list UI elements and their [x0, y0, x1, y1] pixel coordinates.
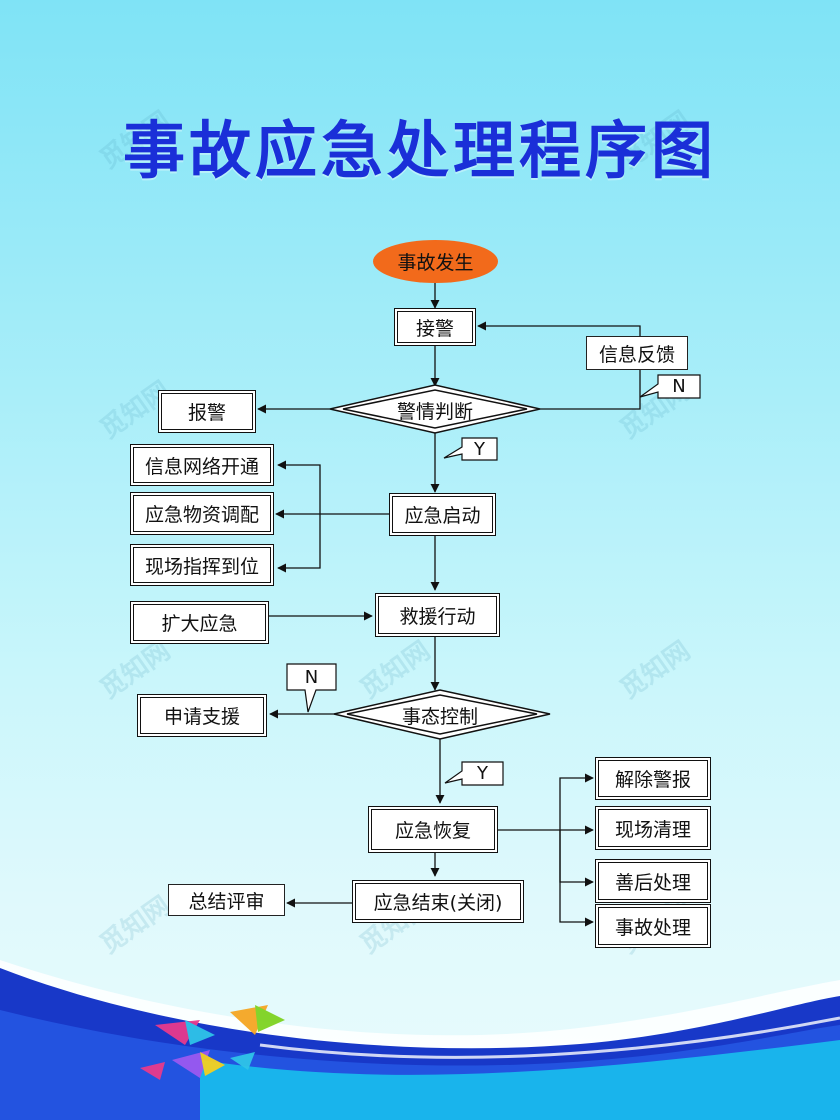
node-expand: 扩大应急: [130, 601, 269, 644]
node-request-support: 申请支援: [137, 694, 267, 737]
node-recovery: 应急恢复: [368, 806, 498, 853]
label-no: N: [672, 376, 686, 397]
callout-yes-1: [443, 437, 498, 461]
label-yes-2: Y: [477, 763, 488, 784]
node-end: 应急结束(关闭): [352, 880, 524, 923]
node-command-onsite: 现场指挥到位: [130, 544, 274, 586]
node-site-cleanup: 现场清理: [595, 806, 711, 850]
node-rescue: 救援行动: [375, 593, 500, 637]
node-receive-alarm: 接警: [394, 308, 476, 346]
node-network-open: 信息网络开通: [130, 444, 274, 486]
label-yes: Y: [474, 438, 485, 460]
node-aftermath: 善后处理: [595, 859, 711, 903]
decision-diamond-judgement: [329, 384, 541, 434]
node-lift-alarm: 解除警报: [595, 757, 711, 800]
callout-yes-2: [444, 761, 504, 786]
decision-control-label: 事态控制: [401, 705, 478, 728]
start-node: 事故发生: [373, 240, 498, 283]
origami-birds: [140, 1005, 285, 1080]
callout-no-1: [639, 374, 701, 399]
label-no-2: N: [304, 666, 319, 688]
callout-no-2: [286, 663, 337, 713]
decision-judgement-label: 警情判断: [396, 400, 473, 423]
node-report-alarm: 报警: [158, 390, 256, 433]
page-title: 事故应急处理程序图: [122, 114, 717, 187]
node-info-feedback: 信息反馈: [586, 336, 688, 370]
node-emergency-start: 应急启动: [389, 493, 496, 536]
node-materials: 应急物资调配: [130, 492, 274, 535]
decision-diamond-control: [333, 689, 551, 740]
node-review: 总结评审: [168, 884, 285, 916]
node-accident-handling: 事故处理: [595, 904, 711, 948]
